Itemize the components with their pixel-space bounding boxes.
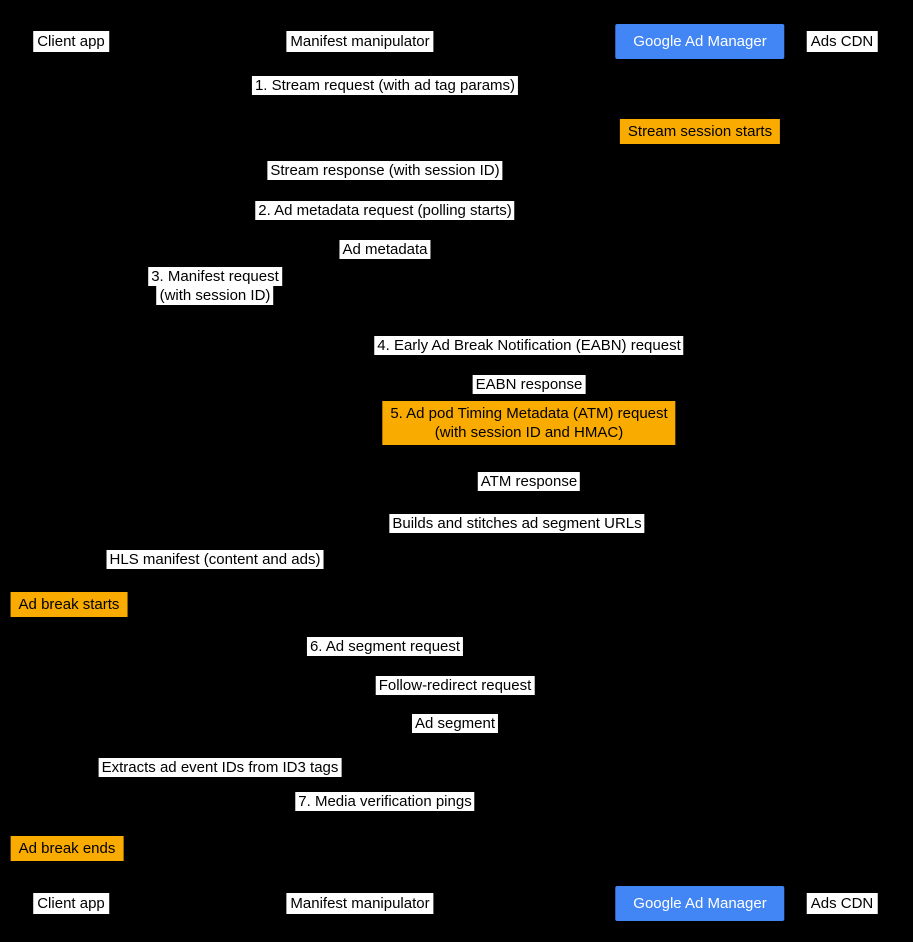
msg-ad-segment: Ad segment bbox=[411, 714, 499, 733]
top-actor-google-ad-manager: Google Ad Manager bbox=[615, 24, 785, 59]
msg-ad-metadata: Ad metadata bbox=[339, 240, 431, 259]
bottom-actor-manifest-manipulator: Manifest manipulator bbox=[286, 893, 434, 914]
msg-follow-redirect-request: Follow-redirect request bbox=[375, 676, 535, 695]
bottom-actor-ads-cdn: Ads CDN bbox=[806, 893, 878, 914]
msg-stream-response: Stream response (with session ID) bbox=[267, 161, 503, 180]
msg-atm-response: ATM response bbox=[477, 472, 581, 491]
msg-eabn-response: EABN response bbox=[472, 375, 586, 394]
msg-hls-manifest: HLS manifest (content and ads) bbox=[106, 550, 324, 569]
msg-extracts-ad-event-ids: Extracts ad event IDs from ID3 tags bbox=[98, 758, 342, 777]
note-ad-break-ends: Ad break ends bbox=[10, 836, 124, 861]
msg-2-ad-metadata-request: 2. Ad metadata request (polling starts) bbox=[255, 201, 515, 220]
note-5-atm-request: 5. Ad pod Timing Metadata (ATM) request(… bbox=[382, 401, 676, 445]
top-actor-ads-cdn: Ads CDN bbox=[806, 31, 878, 52]
note-ad-break-starts: Ad break starts bbox=[10, 592, 128, 617]
msg-7-media-verification-pings: 7. Media verification pings bbox=[295, 792, 475, 811]
msg-3-manifest-request: 3. Manifest request(with session ID) bbox=[148, 267, 282, 305]
bottom-actor-client-app: Client app bbox=[33, 893, 109, 914]
msg-6-ad-segment-request: 6. Ad segment request bbox=[306, 637, 464, 656]
msg-1-stream-request: 1. Stream request (with ad tag params) bbox=[251, 76, 519, 95]
note-stream-session-starts: Stream session starts bbox=[619, 119, 781, 144]
bottom-actor-google-ad-manager: Google Ad Manager bbox=[615, 886, 785, 921]
msg-builds-and-stitches: Builds and stitches ad segment URLs bbox=[389, 514, 645, 533]
msg-4-eabn-request: 4. Early Ad Break Notification (EABN) re… bbox=[374, 336, 684, 355]
top-actor-manifest-manipulator: Manifest manipulator bbox=[286, 31, 434, 52]
top-actor-client-app: Client app bbox=[33, 31, 109, 52]
